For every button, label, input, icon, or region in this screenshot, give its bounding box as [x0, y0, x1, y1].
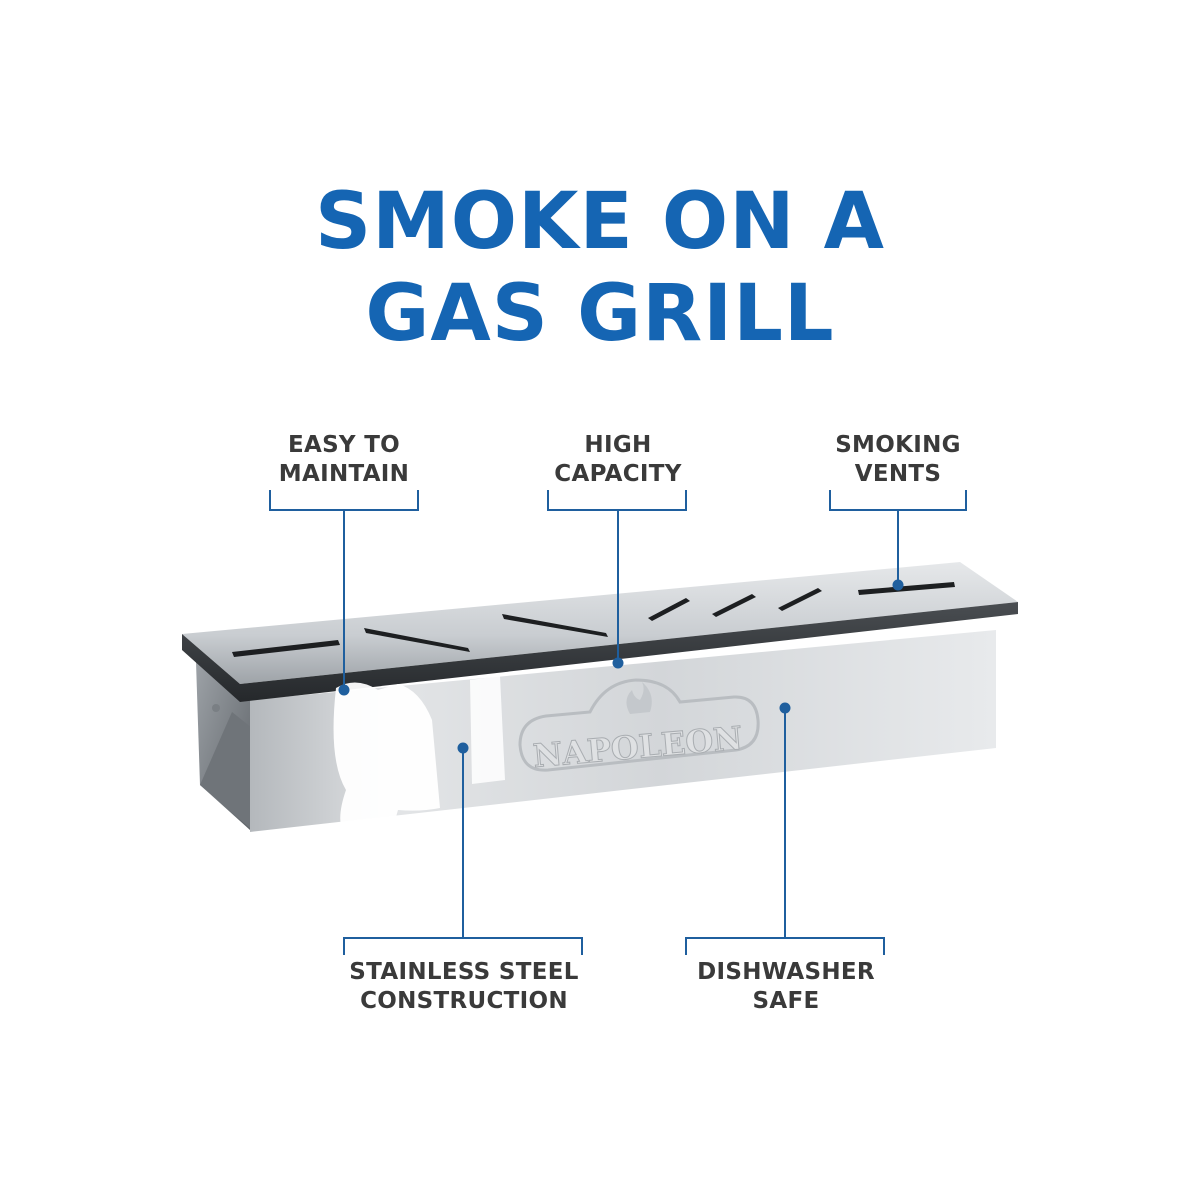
callout-dishwasher-safe: DISHWASHER SAFE — [676, 958, 896, 1016]
callout-label-line: DISHWASHER — [697, 959, 875, 985]
bracket-dishwasher-safe — [685, 937, 885, 955]
callout-stainless-steel: STAINLESS STEEL CONSTRUCTION — [334, 958, 594, 1016]
left-leg — [200, 712, 252, 830]
callout-label-line: HIGH — [584, 432, 652, 458]
dot-dishwasher-safe — [779, 702, 791, 714]
hinge-rivet — [212, 704, 220, 712]
bracket-easy-to-maintain — [269, 490, 419, 511]
dot-easy-to-maintain — [338, 684, 350, 696]
bracket-high-capacity — [547, 490, 687, 511]
callout-high-capacity: HIGH CAPACITY — [528, 431, 708, 489]
headline-line-2: GAS GRILL — [365, 269, 835, 359]
glare-streak — [470, 676, 505, 784]
bracket-smoking-vents — [829, 490, 967, 511]
callout-easy-to-maintain: EASY TO MAINTAIN — [250, 431, 438, 489]
callout-label-line: MAINTAIN — [278, 461, 410, 487]
callout-label-line: VENTS — [854, 461, 942, 487]
callout-label-line: CAPACITY — [554, 461, 682, 487]
brand-badge-outline — [518, 678, 760, 772]
flame-logo-icon — [626, 682, 652, 714]
callout-label-line: SAFE — [752, 988, 820, 1014]
callout-dots — [338, 579, 904, 754]
callout-label-line: SMOKING — [835, 432, 961, 458]
callout-label-line: EASY TO — [287, 432, 401, 458]
callout-smoking-vents: SMOKING VENTS — [808, 431, 988, 489]
bracket-stainless-steel — [343, 937, 583, 955]
callout-lines — [269, 490, 967, 955]
dot-high-capacity — [612, 657, 624, 669]
smoking-vent-slots — [232, 582, 955, 657]
dot-stainless-steel — [457, 742, 469, 754]
glare-patch — [333, 682, 440, 844]
lid-rim — [182, 602, 1018, 702]
callout-label-line: STAINLESS STEEL — [349, 959, 579, 985]
callout-label-line: CONSTRUCTION — [360, 988, 568, 1014]
dot-smoking-vents — [892, 579, 904, 591]
smoker-box: NAPOLEON — [182, 562, 1018, 844]
headline-line-1: SMOKE ON A — [314, 177, 886, 267]
